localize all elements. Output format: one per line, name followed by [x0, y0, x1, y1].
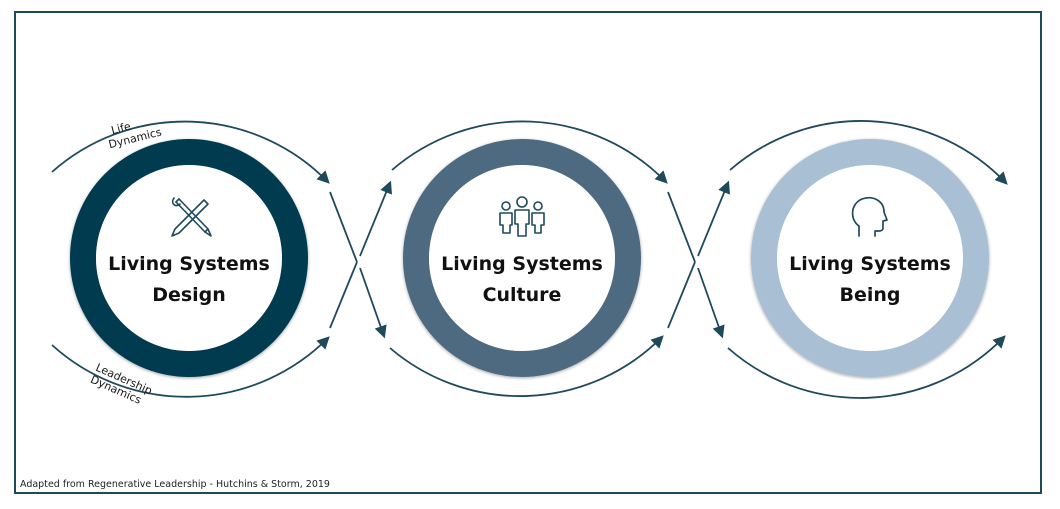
node-title-culture: Living Systems [441, 253, 603, 275]
node-title-design: Living Systems [108, 253, 270, 275]
culture-bottom-arc [389, 335, 664, 397]
leadership-dynamics-arc-1 [51, 336, 330, 398]
node-label-design: Living Systems Design [99, 249, 279, 311]
design-tools-icon [171, 197, 212, 237]
design-ring [70, 139, 308, 377]
life-dynamics-arc-1 [51, 120, 330, 184]
node-subtitle-culture: Culture [482, 284, 562, 306]
cross-line-2a [667, 191, 696, 263]
being-ring [751, 139, 989, 377]
cross-line-2d [697, 180, 730, 257]
culture-top-arc [391, 120, 668, 184]
node-subtitle-design: Design [152, 284, 226, 306]
culture-center [429, 165, 615, 351]
cross-line-1d [359, 180, 392, 257]
cross-line-2c [667, 261, 696, 329]
cross-line-1c [329, 261, 358, 329]
head-profile-icon [851, 196, 888, 237]
design-center [96, 165, 282, 351]
node-label-culture: Living Systems Culture [432, 249, 612, 311]
source-citation: Adapted from Regenerative Leadership - H… [20, 479, 330, 490]
people-group-icon [499, 196, 545, 237]
diagram-frame [14, 11, 1042, 494]
cross-line-2b [697, 267, 725, 339]
cross-line-1a [329, 191, 358, 263]
node-title-being: Living Systems [789, 253, 951, 275]
culture-ring [403, 139, 641, 377]
cross-line-1b [359, 267, 387, 339]
being-top-arc [729, 120, 1008, 185]
being-center [777, 165, 963, 351]
node-subtitle-being: Being [839, 284, 901, 306]
node-label-being: Living Systems Being [780, 249, 960, 311]
being-bottom-arc [727, 335, 1006, 399]
